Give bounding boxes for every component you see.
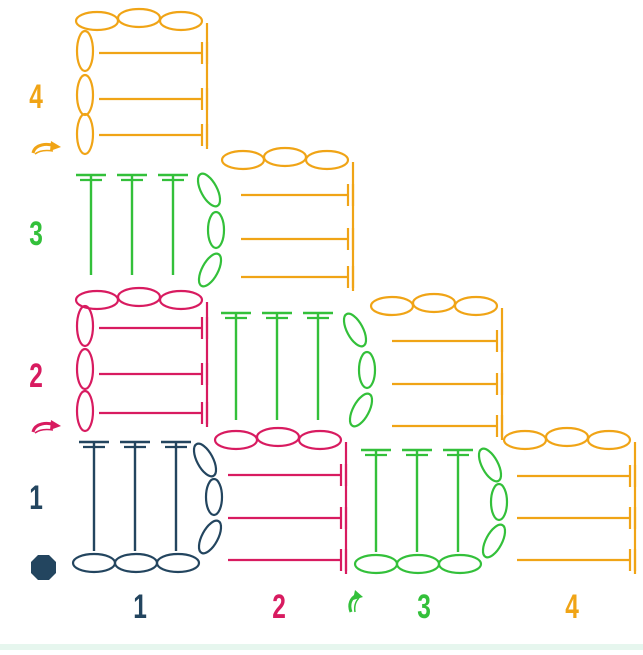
chain-oval	[353, 553, 399, 575]
chain-oval	[304, 149, 350, 171]
chain-oval	[262, 146, 308, 168]
column-label-3: 3	[417, 588, 431, 626]
chain-oval	[74, 10, 120, 32]
chain-oval	[75, 389, 95, 433]
chain-oval	[395, 553, 441, 575]
chain-oval	[113, 552, 159, 574]
chain-oval	[453, 295, 499, 317]
block-row2-col3	[369, 292, 504, 440]
turn-arrow-icon	[31, 420, 61, 434]
chain-oval	[158, 289, 204, 311]
chain-oval	[213, 429, 259, 451]
chain-oval	[342, 312, 368, 348]
block-row1-col3	[353, 447, 509, 575]
chain-oval	[158, 10, 204, 32]
chain-oval	[75, 347, 95, 391]
chain-oval	[255, 426, 301, 448]
chain-oval	[196, 172, 222, 208]
chain-oval	[75, 304, 95, 348]
chain-oval	[586, 429, 632, 451]
chain-oval	[502, 429, 548, 451]
bottom-strip	[0, 644, 643, 650]
block-row1-col4	[502, 426, 637, 574]
chain-oval	[477, 447, 503, 483]
chain-oval	[544, 426, 590, 448]
chain-oval	[220, 149, 266, 171]
chain-oval	[297, 429, 343, 451]
chain-oval	[75, 112, 95, 156]
chain-oval	[192, 442, 218, 478]
column-label-1: 1	[133, 588, 147, 626]
row-label-3: 3	[29, 215, 43, 253]
row-label-4: 4	[29, 78, 43, 116]
chain-oval	[75, 73, 95, 117]
chain-oval	[197, 252, 223, 288]
chain-oval	[348, 392, 374, 428]
chain-oval	[204, 477, 224, 517]
row-label-1: 1	[29, 479, 43, 517]
turn-arrow-icon	[31, 141, 61, 155]
chain-oval	[206, 210, 226, 250]
block-row3-col2	[220, 146, 355, 291]
chain-oval	[71, 552, 117, 574]
chain-oval	[116, 286, 162, 308]
chain-oval	[155, 552, 201, 574]
block-row3-col1	[76, 172, 226, 288]
up-arrow-icon	[348, 590, 363, 613]
block-row2-col2	[221, 311, 377, 428]
block-row4-col1	[74, 7, 209, 156]
block-row2-col1	[74, 286, 209, 433]
column-label-4: 4	[565, 588, 579, 626]
block-row1-col1	[71, 440, 224, 574]
chain-oval	[481, 523, 507, 559]
row-label-2: 2	[29, 357, 43, 395]
chain-oval	[437, 553, 483, 575]
chain-oval	[116, 7, 162, 29]
chain-oval	[489, 482, 509, 522]
chain-oval	[411, 292, 457, 314]
chain-oval	[357, 350, 377, 390]
chain-oval	[197, 519, 223, 555]
chain-oval	[369, 295, 415, 317]
chain-oval	[75, 29, 95, 73]
block-row1-col2	[213, 426, 348, 574]
column-label-2: 2	[272, 588, 286, 626]
start-marker-icon	[31, 555, 56, 580]
